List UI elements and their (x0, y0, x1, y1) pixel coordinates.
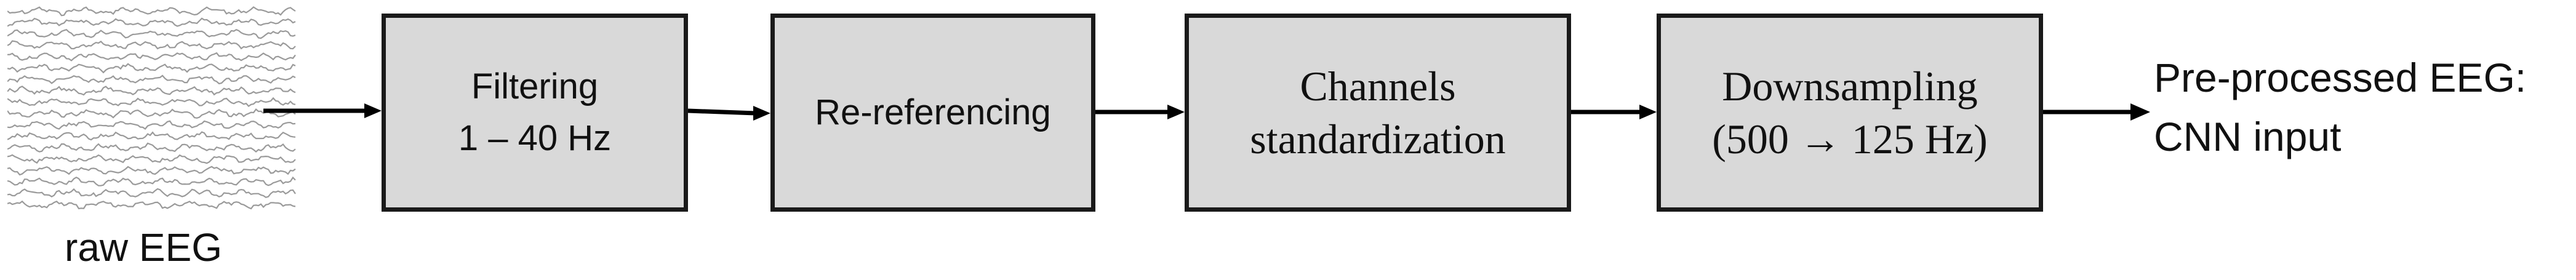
eeg-trace (7, 166, 296, 176)
arrowhead-filtering (364, 103, 382, 118)
eeg-trace (7, 142, 296, 153)
eeg-trace (7, 86, 296, 96)
output-label: Pre-processed EEG: CNN input (2154, 48, 2526, 166)
filtering-step-title: Filtering (471, 66, 599, 106)
downsampling-step-rate: (500 → 125 Hz) (1712, 116, 1988, 162)
eeg-trace (7, 188, 296, 198)
raw-eeg-label: raw EEG (65, 225, 223, 270)
eeg-trace (7, 63, 296, 74)
eeg-trace (7, 28, 296, 39)
eeg-trace (7, 200, 296, 210)
channels-step-title: Channels (1300, 63, 1456, 110)
arrowhead-output (2130, 103, 2150, 121)
output-label-line-2: CNN input (2154, 114, 2342, 159)
filtering-step: Filtering 1 – 40 Hz (382, 14, 688, 212)
eeg-trace (7, 120, 296, 130)
eeg-trace (7, 40, 296, 50)
re-referencing-step-title: Re-referencing (815, 92, 1051, 132)
eeg-trace (7, 17, 296, 27)
eeg-trace (7, 52, 296, 62)
arrow-filtering-to-rereferencing (687, 108, 756, 116)
channels-standardization-step: Channels standardization (1185, 14, 1571, 212)
channels-step-subtitle: standardization (1250, 116, 1506, 162)
eeg-trace (7, 154, 296, 164)
eeg-trace (7, 74, 296, 85)
eeg-trace (7, 131, 296, 141)
eeg-trace (7, 108, 296, 119)
downsampling-step: Downsampling (500 → 125 Hz) (1657, 14, 2043, 212)
arrowhead-channels (1167, 105, 1185, 119)
arrowhead-rereferencing (753, 106, 770, 121)
eeg-trace (7, 176, 296, 186)
eeg-trace (7, 6, 296, 17)
downsampling-step-title: Downsampling (1722, 63, 1978, 110)
eeg-trace (7, 97, 296, 107)
arrowhead-downsampling (1639, 105, 1657, 119)
re-referencing-step: Re-referencing (770, 14, 1095, 212)
eeg-waveform-icon (7, 6, 296, 210)
filtering-step-range: 1 – 40 Hz (458, 118, 612, 158)
output-label-line-1: Pre-processed EEG: (2154, 55, 2527, 100)
